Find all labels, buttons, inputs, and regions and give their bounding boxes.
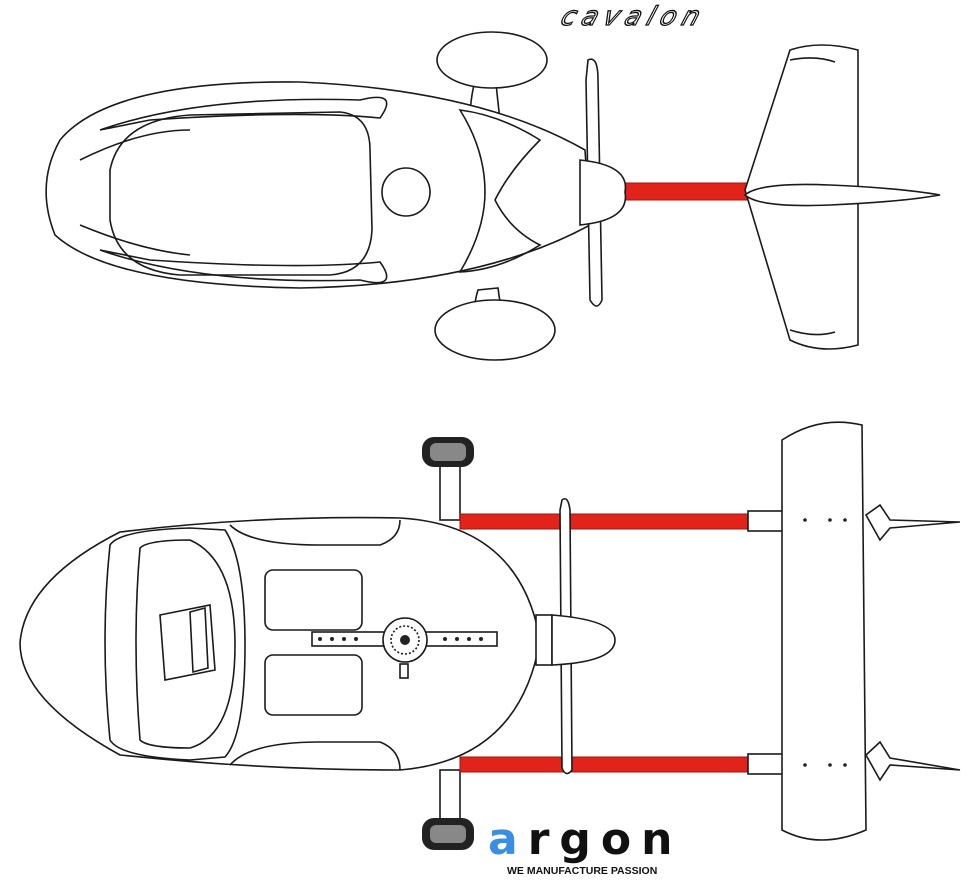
propeller-lower — [535, 497, 616, 775]
argon-tagline: WE MANUFACTURE PASSION — [504, 865, 661, 877]
lower-wheel-top — [422, 437, 474, 521]
tail-boom-left — [459, 513, 753, 530]
upper-view — [45, 31, 941, 361]
horizontal-stabilizer — [781, 421, 961, 841]
argon-wordmark-rest: rgon — [527, 814, 683, 865]
fuselage-lower — [19, 516, 541, 771]
cavalon-logo: cavalon — [556, 1, 711, 32]
lower-view — [19, 421, 961, 850]
fuselage-upper — [45, 81, 591, 289]
tail-boom-right — [459, 756, 753, 773]
propeller-upper — [579, 58, 627, 307]
tail-boom — [617, 182, 749, 201]
tail-fin — [743, 44, 941, 350]
upper-wheel-bottom — [434, 287, 556, 361]
argon-wordmark-accent-letter: a — [488, 814, 528, 865]
argon-logo: argon WE MANUFACTURE PASSION — [488, 818, 788, 880]
argon-wordmark: argon — [488, 818, 682, 862]
lower-wheel-bottom — [422, 769, 474, 850]
